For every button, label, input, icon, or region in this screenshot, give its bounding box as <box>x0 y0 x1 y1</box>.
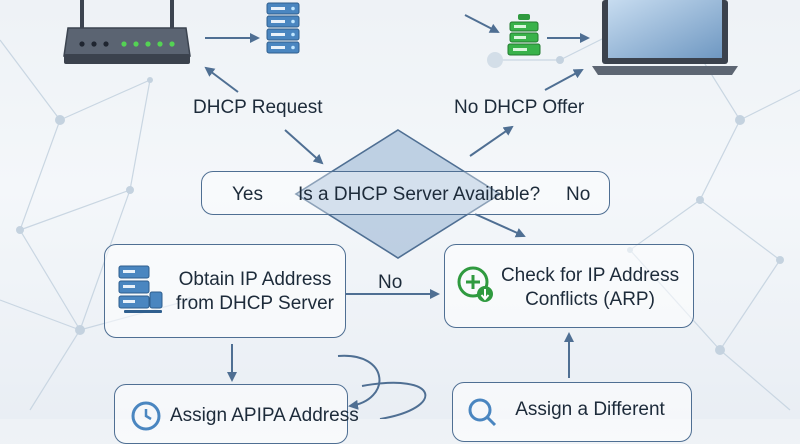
arrow-to-dhcp-server <box>464 14 500 33</box>
no-dhcp-offer-label: No DHCP Offer <box>454 97 585 118</box>
no-label-right: No <box>566 184 591 205</box>
yes-label: Yes <box>232 184 263 205</box>
assign-different-text: Assign a Different <box>515 399 665 420</box>
arrow-request-to-decision <box>284 129 324 165</box>
no-label-middle: No <box>378 272 403 293</box>
decision-question: Is a DHCP Server Available? <box>298 184 541 205</box>
obtain-ip-line1: Obtain IP Address <box>178 269 332 290</box>
obtain-ip-line2: from DHCP Server <box>175 293 334 314</box>
check-conflicts-line2: Conflicts (ARP) <box>525 289 655 310</box>
dhcp-request-label: DHCP Request <box>193 97 323 118</box>
router-icon <box>63 0 191 64</box>
assign-apipa-text: Assign APIPA Address <box>170 405 359 426</box>
laptop-icon <box>592 0 738 75</box>
decision-diamond <box>294 129 502 259</box>
dhcp-server-icon <box>507 14 541 56</box>
check-conflicts-line1: Check for IP Address <box>500 265 680 286</box>
server-icon <box>118 265 163 313</box>
arrow-loop-curve <box>337 354 381 410</box>
server-rack-icon <box>266 2 300 54</box>
decision-bar <box>201 171 610 215</box>
check-plus-icon <box>457 266 493 302</box>
magnifier-icon <box>468 398 497 427</box>
clock-icon <box>131 401 161 431</box>
background-network-pattern <box>0 17 800 411</box>
arrow-decision-to-check <box>474 213 526 238</box>
arrow-offer-to-laptop <box>544 69 584 91</box>
arrow-decision-to-offer <box>469 125 514 157</box>
arrow-loop-curve-lower <box>361 381 427 419</box>
arrow-request-to-router <box>204 66 239 93</box>
flowchart-canvas <box>204 14 590 419</box>
